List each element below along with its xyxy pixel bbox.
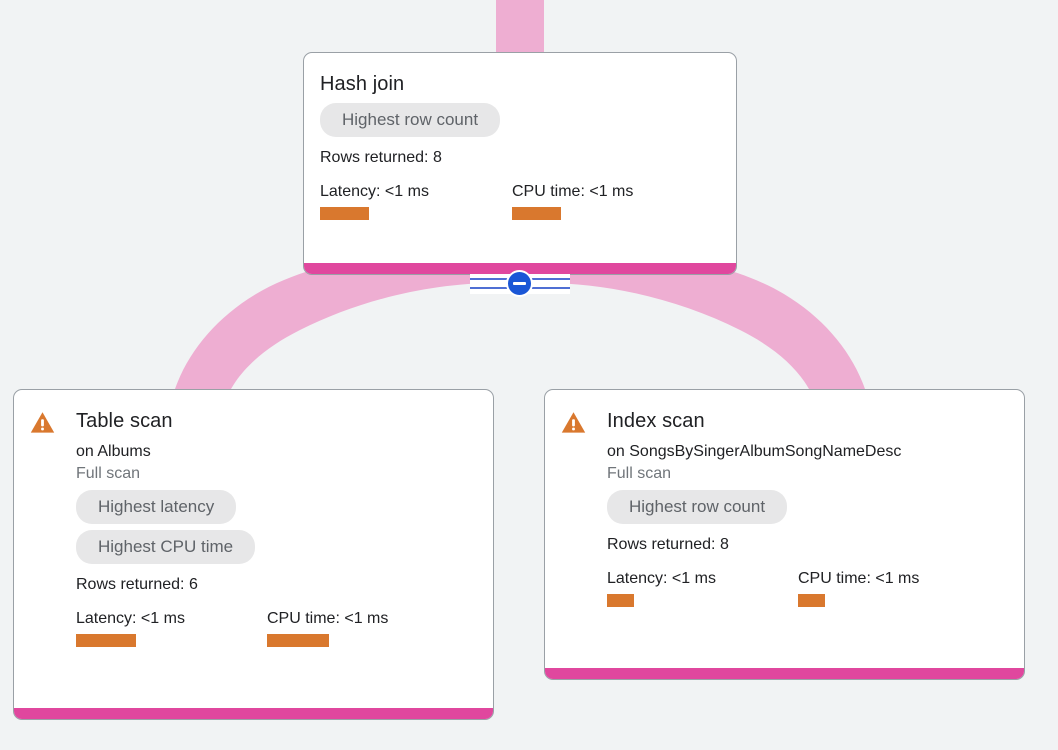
node-table-scan-header: Table scan on Albums Full scan Highest l… [30,408,477,647]
node-index-scan-footer-bar [545,668,1024,679]
node-table-scan-footer-bar [14,708,493,719]
node-hash-join-body: Hash join Highest row count Rows returne… [304,53,736,234]
node-table-scan-subtitle: on Albums [76,443,151,460]
chip-row: Highest row count [607,490,1008,530]
minus-icon [513,282,526,285]
node-hash-join-rows-returned: Rows returned: 8 [320,149,442,166]
node-hash-join-title: Hash join [320,73,405,95]
metric-latency-label: Latency: <1 ms [320,183,429,200]
node-index-scan-metrics: Latency: <1 ms CPU time: <1 ms [607,569,1008,607]
node-table-scan-title: Table scan [76,410,173,432]
node-index-scan-body: Index scan on SongsBySingerAlbumSongName… [545,390,1024,621]
metric-latency: Latency: <1 ms [607,569,798,607]
node-index-scan-rows-returned: Rows returned: 8 [607,536,729,553]
warning-slot [561,408,607,434]
node-table-scan-chips: Highest latency Highest CPU time [76,490,477,570]
metric-cpu-time-bar [267,634,329,647]
badge-highest-latency: Highest latency [76,490,237,524]
node-hash-join[interactable]: Hash join Highest row count Rows returne… [303,52,737,275]
node-index-scan[interactable]: Index scan on SongsBySingerAlbumSongName… [544,389,1025,680]
metric-latency: Latency: <1 ms [76,609,267,647]
metric-cpu-time-bar [512,207,561,220]
node-index-scan-header: Index scan on SongsBySingerAlbumSongName… [561,408,1008,607]
metric-cpu-time: CPU time: <1 ms [267,609,388,647]
metric-cpu-time-bar [798,594,825,607]
node-hash-join-metrics: Latency: <1 ms CPU time: <1 ms [320,182,720,220]
metric-cpu-time-label: CPU time: <1 ms [267,610,389,627]
metric-latency-label: Latency: <1 ms [607,570,716,587]
metric-latency-bar [76,634,136,647]
badge-highest-row-count: Highest row count [320,103,501,137]
node-index-scan-title: Index scan [607,410,705,432]
metric-latency-bar [320,207,369,220]
warning-triangle-icon [30,412,55,433]
metric-cpu-time-label: CPU time: <1 ms [512,183,634,200]
node-table-scan-body: Table scan on Albums Full scan Highest l… [14,390,493,661]
badge-highest-row-count: Highest row count [607,490,788,524]
chip-row: Highest row count [320,103,720,143]
node-table-scan-rows-returned: Rows returned: 6 [76,576,198,593]
badge-highest-cpu-time: Highest CPU time [76,530,256,564]
warning-slot [30,408,76,434]
node-table-scan-metrics: Latency: <1 ms CPU time: <1 ms [76,609,477,647]
node-hash-join-chips: Highest row count [320,103,720,143]
metric-latency: Latency: <1 ms [320,182,512,220]
node-hash-join-footer-bar [304,263,736,274]
metric-cpu-time: CPU time: <1 ms [512,182,633,220]
chip-row: Highest CPU time [76,530,477,570]
edge-parent-to-hash-join [496,0,544,52]
node-index-scan-chips: Highest row count [607,490,1008,530]
metric-cpu-time-label: CPU time: <1 ms [798,570,920,587]
warning-triangle-icon [561,412,586,433]
node-index-scan-subtitle: on SongsBySingerAlbumSongNameDesc [607,443,902,460]
chip-row: Highest latency [76,490,477,530]
collapse-children-toggle-button[interactable] [506,270,533,297]
node-hash-join-header: Hash join [320,71,720,97]
metric-cpu-time: CPU time: <1 ms [798,569,919,607]
node-index-scan-scan-type: Full scan [607,465,672,482]
metric-latency-bar [607,594,634,607]
node-table-scan-scan-type: Full scan [76,465,141,482]
metric-latency-label: Latency: <1 ms [76,610,185,627]
node-table-scan[interactable]: Table scan on Albums Full scan Highest l… [13,389,494,720]
